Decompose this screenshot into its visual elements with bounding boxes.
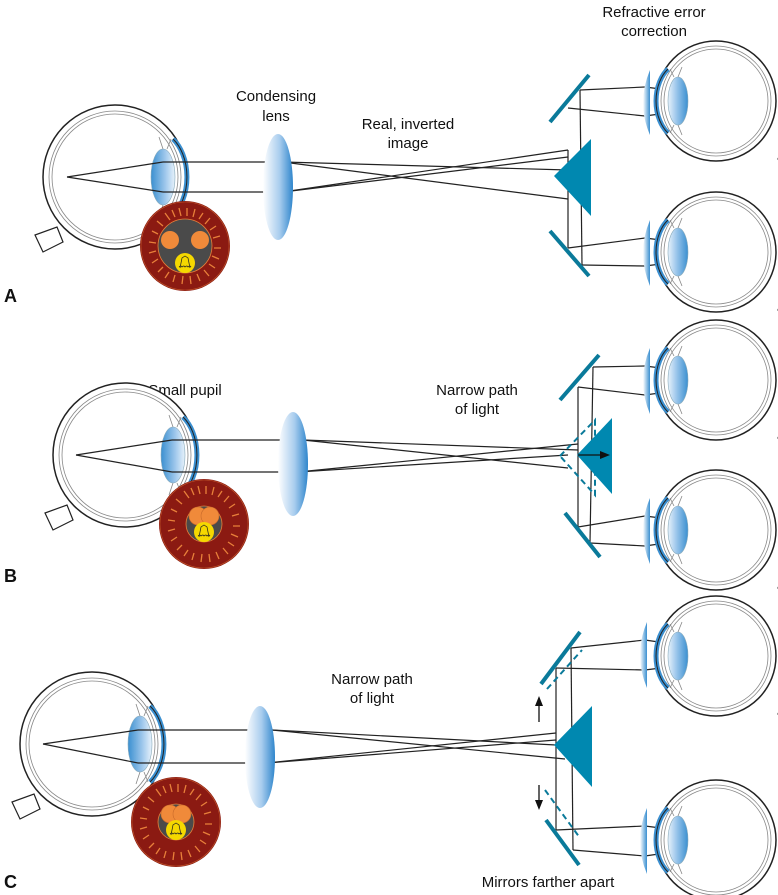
upper-correction-lens [643, 70, 650, 135]
narrow-path-label-line1: Narrow path [331, 671, 413, 688]
condensing-lens [278, 412, 308, 516]
narrow-path-label-line2: of light [455, 401, 500, 418]
fundus-view-small-pupil [158, 478, 250, 570]
lower-mirror [544, 818, 581, 867]
narrow-path-label-line1: Narrow path [436, 382, 518, 399]
original-upper-mirror-position [546, 649, 583, 690]
correction-label-line1: Refractive error [602, 4, 705, 21]
prism [554, 706, 592, 787]
condensing-lens [263, 134, 293, 240]
condensing-lens-label-line2: lens [262, 108, 290, 125]
arrow-down-icon [535, 800, 543, 810]
panel-label-c: C [4, 872, 17, 892]
upper-mirror [539, 630, 582, 686]
small-pupil-label: Small pupil [148, 382, 221, 399]
panel-label-a: A [4, 286, 17, 306]
correction-label-line2: correction [621, 23, 687, 40]
mirrors-farther-apart-label: Mirrors farther apart [482, 874, 615, 891]
arrow-up-icon [535, 696, 543, 706]
panel-a: Condensing lens Real, inverted image Ref… [4, 4, 778, 320]
panel-label-b: B [4, 566, 17, 586]
lower-mirror [563, 511, 602, 559]
examiner-eye-upper [656, 320, 778, 448]
lower-correction-lens [643, 220, 650, 286]
examiner-eye-lower [656, 470, 778, 598]
examiner-eye-upper [656, 596, 778, 724]
prism [577, 418, 612, 494]
lower-mirror [548, 229, 591, 278]
fundus-view-small-pupil [130, 776, 222, 868]
panel-c: Narrow path of light Mirrors farther apa… [4, 596, 778, 895]
image-label-line2: image [388, 135, 429, 152]
upper-correction-lens [643, 348, 650, 414]
image-label-line1: Real, inverted [362, 116, 455, 133]
upper-correction-lens [640, 622, 647, 688]
arrow-head-icon [600, 451, 610, 459]
prism [554, 139, 591, 216]
narrow-path-label-line2: of light [350, 690, 395, 707]
condensing-lens-label-line1: Condensing [236, 88, 316, 105]
condensing-lens [245, 706, 275, 808]
examiner-eye-upper [656, 41, 778, 169]
original-lower-mirror-position [544, 789, 581, 839]
fundus-view-large-pupil [139, 200, 231, 292]
original-prism-position [558, 417, 596, 498]
lower-correction-lens [640, 808, 647, 874]
examiner-eye-lower [656, 780, 778, 895]
examiner-eye-lower [656, 192, 778, 320]
panel-b: Small pupil Narrow path of light [4, 320, 778, 598]
lower-correction-lens [643, 498, 650, 564]
upper-mirror [558, 353, 601, 402]
upper-mirror [548, 73, 591, 124]
